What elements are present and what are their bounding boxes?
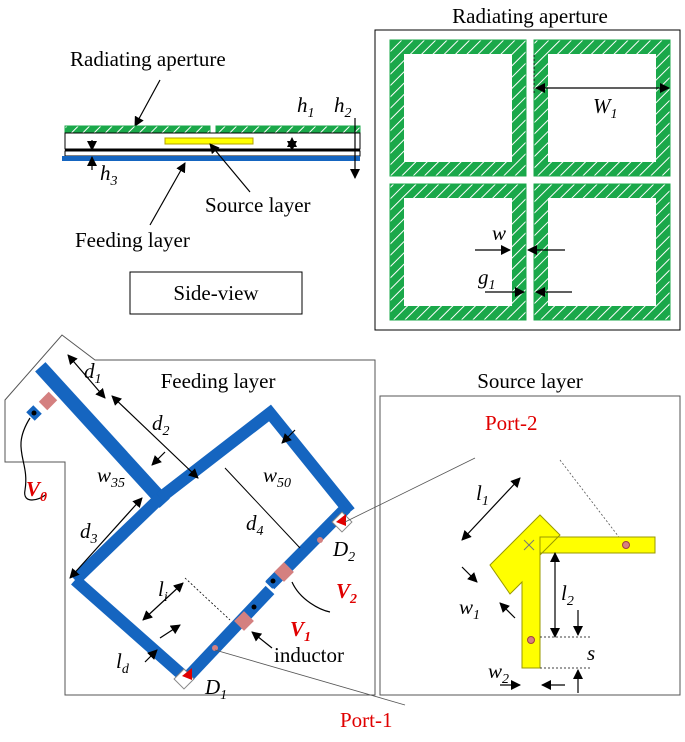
d1-dot [212, 645, 218, 651]
feeding-panel: Feeding layer V0 D2 V2 [4, 334, 376, 703]
port1-label: Port-1 [340, 708, 393, 732]
w1-label-src: w1 [459, 595, 480, 623]
d4-label-dim: d4 [246, 511, 264, 539]
aperture-cell-br-hole [548, 198, 656, 306]
source-panel: Source layer Port-2 Port-1 l1 w1 l2 s [214, 369, 681, 732]
w35-pointer [151, 451, 166, 466]
l1-label: l1 [476, 481, 489, 509]
side-feeding-layer-label: Feeding layer [75, 228, 190, 252]
d3-dim-arrow [69, 497, 143, 579]
source-title: Source layer [477, 369, 583, 393]
side-aperture-left-strip [64, 125, 211, 134]
side-source-strip [164, 137, 254, 145]
inductor-label: inductor [274, 643, 344, 667]
w35-label: w35 [97, 463, 125, 491]
d1-label-dim: d1 [84, 359, 102, 387]
h3-label: h3 [100, 161, 118, 189]
w1-arrow-b [499, 602, 516, 619]
h2-label: h2 [334, 93, 352, 121]
w2-label-src: w2 [488, 659, 509, 687]
li-arrow-2 [159, 624, 181, 639]
port1-dot [527, 636, 535, 644]
w50-label: w50 [263, 463, 291, 491]
li-dim-arrow [142, 582, 184, 621]
d4-ref-line [224, 467, 301, 549]
side-feeding-strip [62, 156, 360, 161]
side-substrate-bottom [64, 150, 361, 157]
w-label: w [492, 221, 506, 245]
aperture-panel: Radiating aperture W1 w g1 [374, 4, 681, 331]
v0-dot [31, 410, 37, 416]
aperture-cell-tl-hole [404, 54, 512, 162]
zoom-line-top [344, 457, 476, 523]
d1-diode-icon [182, 668, 192, 680]
d2-label-dim: d2 [152, 411, 170, 439]
side-view-group: Radiating aperture h1 h2 h3 Source layer… [62, 47, 361, 315]
aperture-cell-bl-hole [404, 198, 512, 306]
d1-dim-arrow [67, 354, 106, 399]
zoom-line-bottom [214, 649, 406, 706]
port2-dot [622, 541, 630, 549]
side-view-label: Side-view [173, 281, 259, 305]
source-pointer-line [209, 143, 251, 193]
v2-dot [270, 578, 276, 584]
center-cross-2 [523, 539, 535, 551]
d2-label: D2 [332, 537, 355, 565]
h1-label: h1 [297, 93, 315, 121]
v0-wire [20, 417, 46, 501]
g1-label: g1 [478, 265, 496, 293]
v1-label: V1 [290, 617, 311, 645]
side-radiating-aperture-label: Radiating aperture [70, 47, 226, 71]
d2-dot [317, 537, 323, 543]
l2-label: l2 [561, 581, 574, 609]
aperture-title: Radiating aperture [452, 4, 608, 28]
side-source-layer-label: Source layer [205, 193, 311, 217]
side-view-box [129, 271, 303, 315]
l1-dim-arrow [461, 477, 521, 541]
d3-label-dim: d3 [80, 519, 98, 547]
v2-wire [291, 581, 331, 613]
v1-dot [251, 604, 257, 610]
w50-pointer [281, 429, 296, 444]
port2-label: Port-2 [485, 411, 538, 435]
feed-lower-arm [71, 575, 192, 685]
d1-label: D1 [204, 675, 227, 703]
v2-inductor [274, 562, 294, 582]
v0-inductor [38, 391, 58, 411]
w1-label: W1 [593, 94, 618, 122]
v2-label: V2 [336, 579, 357, 607]
d2-diode-icon [336, 514, 346, 526]
w1-arrow-a [461, 566, 478, 583]
v0-label: V0 [26, 477, 47, 505]
ld-label: ld [116, 649, 130, 677]
inductor-pointer [251, 631, 273, 649]
s-label: s [587, 641, 595, 665]
aperture-pointer-line [134, 79, 161, 127]
ld-pointer [144, 649, 158, 663]
feeding-title: Feeding layer [161, 369, 276, 393]
feeding-pointer-line [149, 162, 186, 226]
d2-dim-arrow [111, 395, 199, 479]
aperture-cell-tr-hole [548, 54, 656, 162]
zoom-line-port2 [559, 459, 626, 546]
source-yellow-element [489, 514, 656, 669]
li-label: li [158, 577, 168, 605]
side-aperture-right-strip [215, 125, 361, 134]
